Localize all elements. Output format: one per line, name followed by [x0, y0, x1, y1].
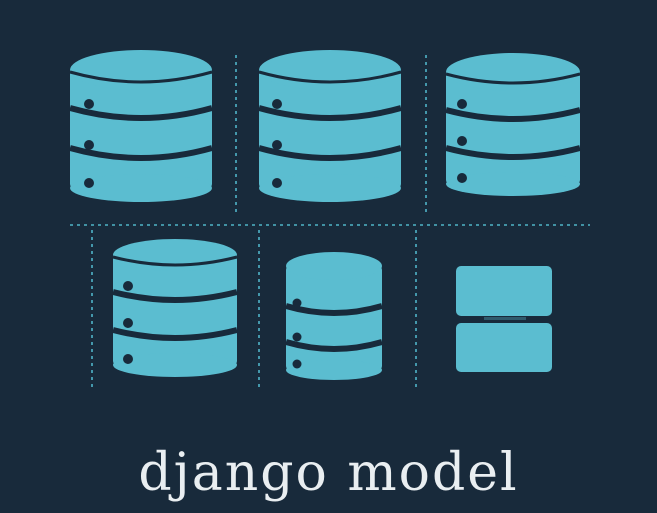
database-icon: [258, 50, 402, 202]
table-icon: [456, 266, 552, 372]
caption-title: django model: [138, 443, 519, 503]
database-icon: [112, 239, 238, 377]
database-icon: [285, 252, 383, 380]
database-icon: [69, 50, 213, 202]
database-icon: [445, 53, 581, 196]
database-artwork: [69, 50, 590, 388]
